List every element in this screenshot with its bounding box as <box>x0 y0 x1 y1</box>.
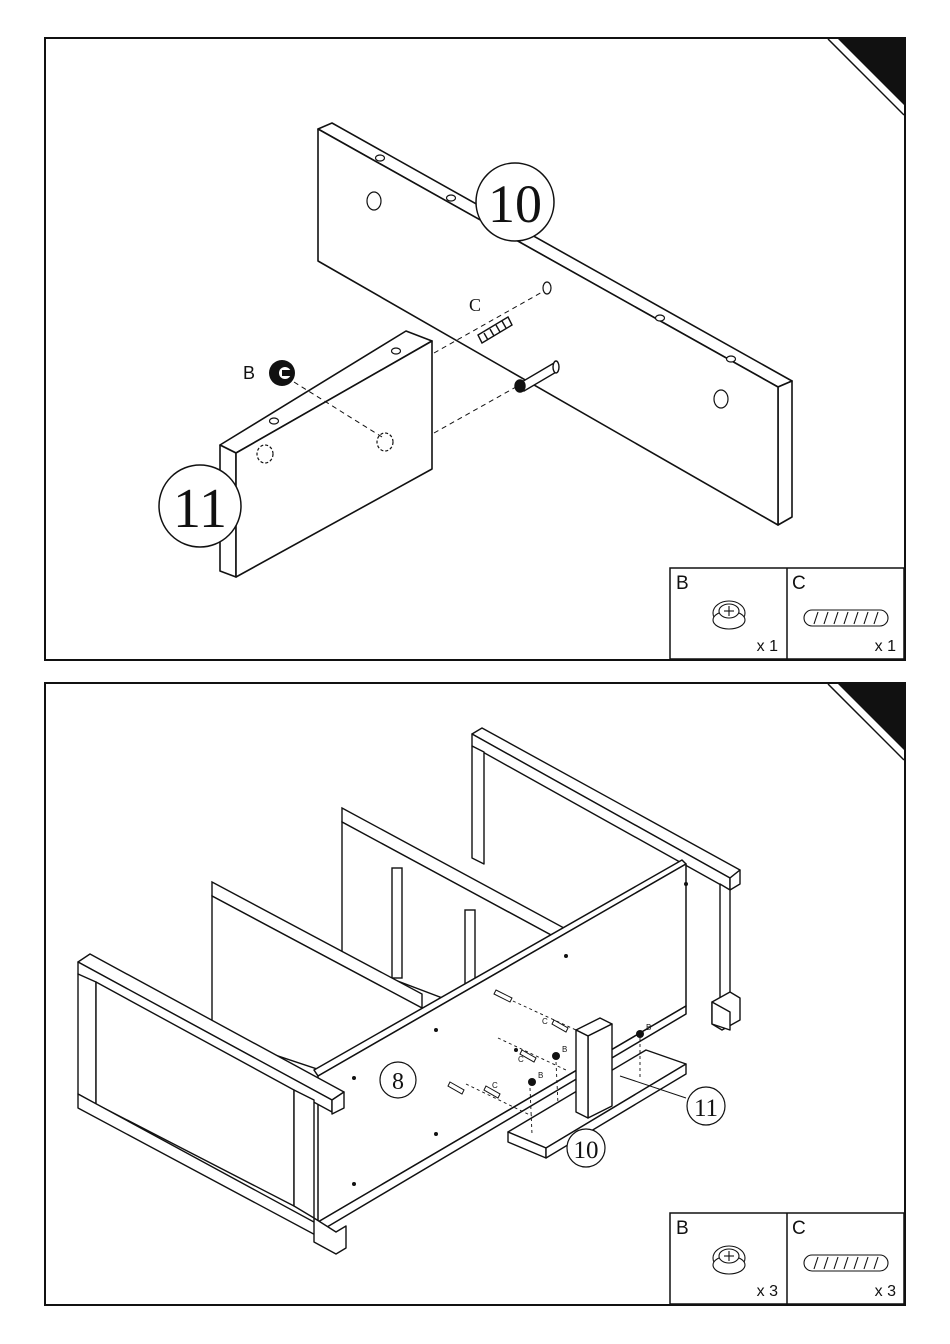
label-hw-c: C <box>469 295 481 315</box>
hardware-b-qty: x 3 <box>757 1283 778 1300</box>
hardware-b-label: B <box>676 1218 689 1239</box>
hardware-c-label: C <box>792 573 806 594</box>
hardware-c-qty: x 3 <box>875 1283 896 1300</box>
svg-text:11: 11 <box>694 1095 718 1122</box>
step-1-diagram: 10 11 B C B C x 1 x 1 <box>46 39 904 659</box>
svg-text:B: B <box>646 1023 651 1032</box>
hardware-c-qty: x 1 <box>875 638 896 655</box>
svg-text:C: C <box>518 1055 524 1064</box>
cam-lock-icon <box>713 601 745 629</box>
cam-lock-b <box>269 360 295 386</box>
svg-text:11: 11 <box>173 478 227 540</box>
svg-text:10: 10 <box>574 1137 599 1164</box>
wood-dowel-icon <box>804 1255 888 1271</box>
svg-text:C: C <box>542 1017 548 1026</box>
callout-part-10: 10 <box>567 1129 605 1167</box>
step-corner-marker <box>838 39 904 105</box>
svg-text:B: B <box>562 1045 567 1054</box>
wood-dowel-icon <box>804 610 888 626</box>
step-panel-1: 10 11 B C B C x 1 x 1 <box>44 37 906 661</box>
step-2-diagram: B B B C C C 8 11 10 B C x 3 x 3 <box>46 684 904 1304</box>
svg-text:10: 10 <box>488 174 542 234</box>
svg-text:C: C <box>492 1081 498 1090</box>
hardware-b-label: B <box>676 573 689 594</box>
callout-part-11: 11 <box>159 465 241 547</box>
cam-lock-icon <box>713 1246 745 1274</box>
hardware-c-label: C <box>792 1218 806 1239</box>
step-corner-marker <box>838 684 904 750</box>
svg-text:B: B <box>538 1071 543 1080</box>
callout-part-10: 10 <box>476 163 554 241</box>
svg-text:8: 8 <box>392 1069 404 1095</box>
step-panel-2: B B B C C C 8 11 10 B C x 3 x 3 <box>44 682 906 1306</box>
hardware-b-qty: x 1 <box>757 638 778 655</box>
callout-part-8: 8 <box>380 1062 416 1098</box>
board-11 <box>576 1018 612 1118</box>
label-hw-b: B <box>243 363 255 383</box>
callout-part-11: 11 <box>687 1087 725 1125</box>
